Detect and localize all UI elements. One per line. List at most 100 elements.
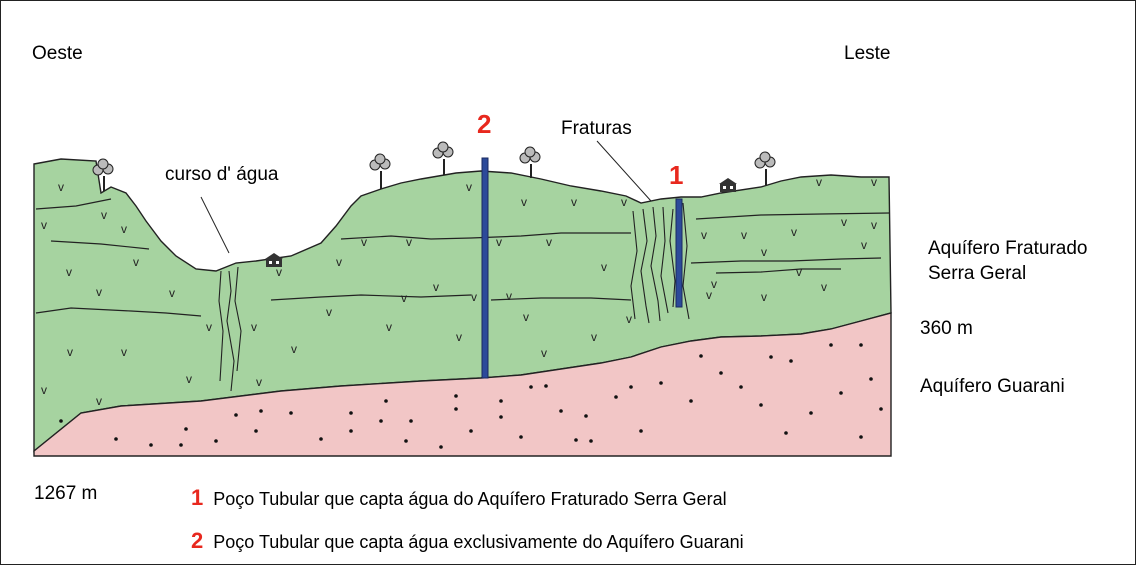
basalt-v-symbol: v <box>701 228 707 242</box>
sandstone-dot <box>859 343 863 347</box>
sandstone-dot <box>689 399 693 403</box>
sandstone-dot <box>59 419 63 423</box>
sandstone-dot <box>859 435 863 439</box>
house-icon <box>719 178 737 192</box>
basalt-v-symbol: v <box>121 345 127 359</box>
sandstone-dot <box>589 439 593 443</box>
basalt-v-symbol: v <box>871 175 877 189</box>
basalt-v-symbol: v <box>186 372 192 386</box>
basalt-v-symbol: v <box>58 180 64 194</box>
basalt-v-symbol: v <box>251 320 257 334</box>
sandstone-dot <box>439 445 443 449</box>
label-fractures: Fraturas <box>561 118 632 139</box>
sandstone-dots <box>59 343 883 449</box>
sandstone-dot <box>784 431 788 435</box>
basalt-v-symbol: v <box>121 222 127 236</box>
basalt-v-symbol: v <box>101 208 107 222</box>
label-west: Oeste <box>32 43 83 64</box>
sandstone-dot <box>809 411 813 415</box>
sandstone-dot <box>214 439 218 443</box>
basalt-v-symbol: v <box>41 218 47 232</box>
sandstone-dot <box>639 429 643 433</box>
sandstone-dot <box>254 429 258 433</box>
sandstone-dot <box>149 443 153 447</box>
sandstone-dot <box>234 413 238 417</box>
sandstone-dot <box>404 439 408 443</box>
basalt-v-symbol: v <box>456 330 462 344</box>
label-east: Leste <box>844 43 891 64</box>
sandstone-dot <box>879 407 883 411</box>
label-depth-360: 360 m <box>920 318 973 339</box>
sandstone-dot <box>454 407 458 411</box>
basalt-v-symbol: v <box>523 310 529 324</box>
lava-flow-lines <box>35 198 890 317</box>
basalt-v-symbol: v <box>796 265 802 279</box>
label-depth-1267: 1267 m <box>34 483 98 504</box>
basalt-v-symbol: v <box>601 260 607 274</box>
sandstone-dot <box>739 385 743 389</box>
sandstone-dot <box>544 384 548 388</box>
well-1-number: 1 <box>669 160 684 190</box>
sandstone-dot <box>349 411 353 415</box>
sandstone-dot <box>499 415 503 419</box>
sandstone-dot <box>529 385 533 389</box>
label-fractured-aquifer-2: Serra Geral <box>928 263 1027 284</box>
label-fractured-aquifer-1: Aquífero Fraturado <box>928 238 1088 259</box>
basalt-v-symbol: v <box>96 394 102 408</box>
sandstone-dot <box>769 355 773 359</box>
basalt-v-symbol: v <box>571 195 577 209</box>
sandstone-dot <box>184 427 188 431</box>
sandstone-dot <box>614 395 618 399</box>
sandstone-dot <box>869 377 873 381</box>
basalt-v-symbol: v <box>386 320 392 334</box>
basalt-v-symbol: v <box>711 277 717 291</box>
legend-number: 2 <box>191 528 204 553</box>
legend-text: Poço Tubular que capta água exclusivamen… <box>213 532 744 552</box>
basalt-v-symbol: v <box>401 291 407 305</box>
basalt-v-symbol: v <box>466 180 472 194</box>
sandstone-dot <box>409 419 413 423</box>
basalt-v-symbol: v <box>841 215 847 229</box>
basalt-v-symbol: v <box>66 265 72 279</box>
basalt-v-symbol: v <box>361 235 367 249</box>
sandstone-dot <box>759 403 763 407</box>
tree-icon <box>432 141 454 175</box>
basalt-v-symbol: v <box>741 228 747 242</box>
label-guarani-aquifer: Aquífero Guarani <box>920 376 1065 397</box>
legend-number: 1 <box>191 485 204 510</box>
house-icon <box>265 253 283 267</box>
label-water-course: curso d' água <box>165 164 279 185</box>
sandstone-dot <box>259 409 263 413</box>
sandstone-dot <box>829 343 833 347</box>
basalt-v-symbol: v <box>546 235 552 249</box>
tree-icon <box>754 151 776 185</box>
basalt-v-symbol: v <box>521 195 527 209</box>
sandstone-dot <box>574 438 578 442</box>
basalt-v-symbol: v <box>871 218 877 232</box>
guarani-layer <box>33 312 892 457</box>
basalt-v-symbol: v <box>326 305 332 319</box>
sandstone-dot <box>454 394 458 398</box>
tree-icon <box>369 153 391 189</box>
sandstone-dot <box>349 429 353 433</box>
basalt-v-symbol: v <box>336 255 342 269</box>
well-2 <box>481 157 489 379</box>
tree-icon <box>92 158 114 191</box>
sandstone-dot <box>179 443 183 447</box>
basalt-v-symbol: v <box>433 280 439 294</box>
basalt-v-symbol: v <box>821 280 827 294</box>
basalt-v-symbol: v <box>256 375 262 389</box>
sandstone-dot <box>289 411 293 415</box>
water-course-pointer <box>200 196 230 254</box>
basalt-v-symbol: v <box>761 245 767 259</box>
sandstone-dot <box>839 391 843 395</box>
well-1 <box>675 198 683 308</box>
basalt-v-symbol: v <box>291 342 297 356</box>
basalt-v-symbol: v <box>591 330 597 344</box>
fractures-pointer <box>596 140 652 202</box>
basalt-v-symbol: v <box>621 195 627 209</box>
basalt-v-symbol: v <box>406 235 412 249</box>
basalt-v-symbol: v <box>626 312 632 326</box>
sandstone-dot <box>114 437 118 441</box>
